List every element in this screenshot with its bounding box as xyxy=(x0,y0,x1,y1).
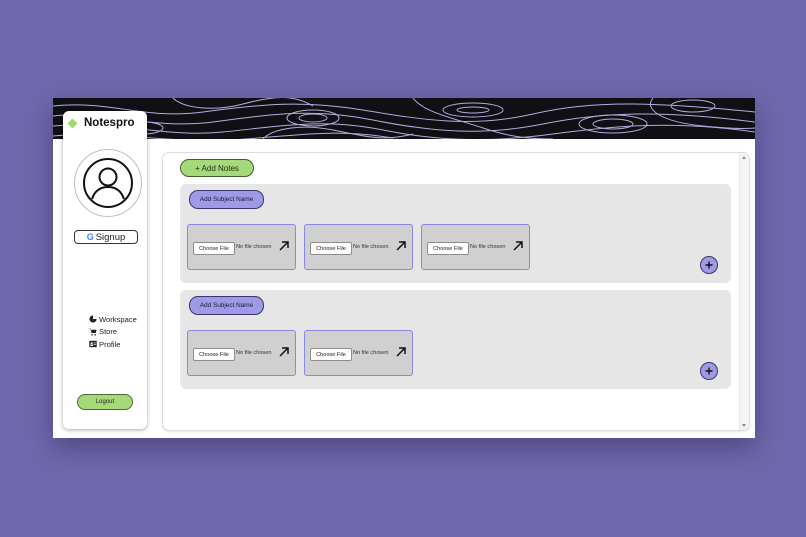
scroll-down-icon[interactable] xyxy=(742,424,746,427)
subject-card: Add Subject Name Choose File No file cho… xyxy=(180,290,731,389)
arrow-up-right-icon[interactable] xyxy=(395,346,407,358)
add-file-button[interactable] xyxy=(700,256,718,274)
add-subject-name-button[interactable]: Add Subject Name xyxy=(189,296,264,315)
pie-chart-icon xyxy=(89,315,97,323)
plus-icon xyxy=(705,367,713,375)
file-status: No file chosen xyxy=(353,350,389,356)
file-upload-box: Choose File No file chosen xyxy=(187,224,296,270)
sidebar: Notespro G Signup Workspace xyxy=(63,111,147,429)
id-card-icon xyxy=(89,341,97,348)
plus-icon xyxy=(705,261,713,269)
add-subject-name-button[interactable]: Add Subject Name xyxy=(189,190,264,209)
sidebar-item-profile[interactable]: Profile xyxy=(89,338,137,351)
choose-file-button[interactable]: Choose File xyxy=(193,348,235,361)
user-icon xyxy=(83,158,133,208)
choose-file-button[interactable]: Choose File xyxy=(310,348,352,361)
logout-button[interactable]: Logout xyxy=(77,394,133,410)
topographic-banner xyxy=(53,98,755,139)
arrow-up-right-icon[interactable] xyxy=(278,346,290,358)
brand: Notespro xyxy=(67,117,135,129)
add-file-button[interactable] xyxy=(700,362,718,380)
subject-card: Add Subject Name Choose File No file cho… xyxy=(180,184,731,283)
cart-icon xyxy=(89,328,97,336)
arrow-up-right-icon[interactable] xyxy=(395,240,407,252)
sidebar-item-store[interactable]: Store xyxy=(89,326,137,339)
arrow-up-right-icon[interactable] xyxy=(512,240,524,252)
diamond-logo-icon xyxy=(67,118,78,128)
file-status: No file chosen xyxy=(353,244,389,250)
scrollbar[interactable] xyxy=(739,153,749,430)
signup-button[interactable]: G Signup xyxy=(74,230,138,244)
file-upload-box: Choose File No file chosen xyxy=(304,224,413,270)
sidebar-item-label: Store xyxy=(99,327,118,337)
file-upload-box: Choose File No file chosen xyxy=(187,330,296,376)
brand-name: Notespro xyxy=(84,117,135,129)
notes-panel: + Add Notes Add Subject Name Choose File… xyxy=(163,153,749,430)
file-upload-box: Choose File No file chosen xyxy=(304,330,413,376)
add-notes-button[interactable]: + Add Notes xyxy=(180,159,254,177)
file-status: No file chosen xyxy=(236,350,272,356)
arrow-up-right-icon[interactable] xyxy=(278,240,290,252)
sidebar-item-workspace[interactable]: Workspace xyxy=(89,313,137,326)
app-window: Notespro G Signup Workspace xyxy=(53,98,755,438)
sidebar-item-label: Profile xyxy=(99,339,121,349)
signup-label: Signup xyxy=(95,231,126,243)
sidebar-nav: Workspace Store Profile xyxy=(89,313,137,351)
choose-file-button[interactable]: Choose File xyxy=(310,242,352,255)
choose-file-button[interactable]: Choose File xyxy=(193,242,235,255)
scroll-up-icon[interactable] xyxy=(742,156,746,159)
file-status: No file chosen xyxy=(236,244,272,250)
avatar[interactable] xyxy=(74,149,142,217)
file-status: No file chosen xyxy=(470,244,506,250)
sidebar-item-label: Workspace xyxy=(99,314,137,324)
choose-file-button[interactable]: Choose File xyxy=(427,242,469,255)
google-icon: G xyxy=(86,232,94,242)
file-upload-box: Choose File No file chosen xyxy=(421,224,530,270)
